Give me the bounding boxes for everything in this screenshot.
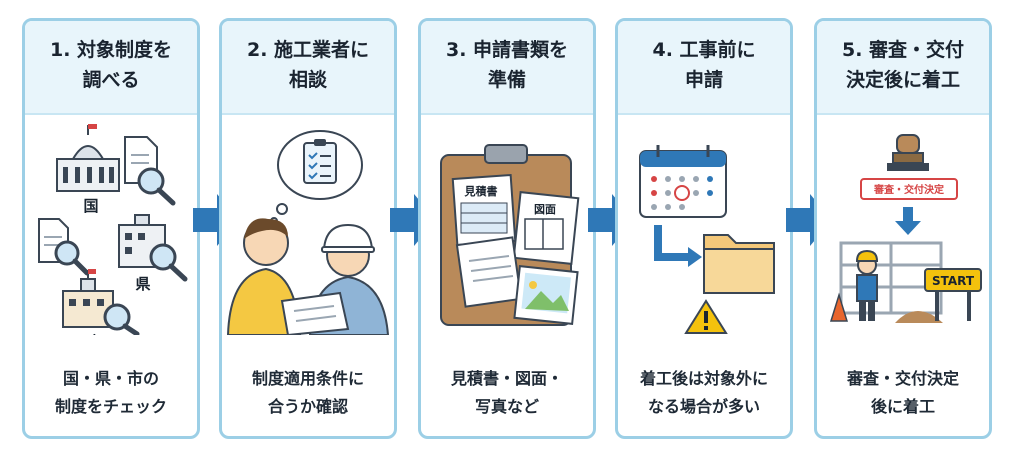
magnifier-icon [137, 167, 176, 206]
calendar-icon [639, 145, 727, 218]
step-title: 2. 施工業者に 相談 [246, 39, 370, 91]
worker-person-icon [308, 223, 390, 336]
city-label: 市 [87, 333, 102, 335]
step-caption: 制度適用条件に 合うか確認 [251, 369, 364, 416]
step-title: 5. 審査・交付 決定後に着工 [841, 39, 965, 91]
step-caption: 着工後は対象外に なる場合が多い [639, 369, 768, 416]
step-card-5: 5. 審査・交付 決定後に着工 審査・交付決定 [814, 18, 992, 439]
traffic-cone-icon [829, 292, 849, 322]
step-card-4: 4. 工事前に 申請 [615, 18, 793, 439]
step-title: 4. 工事前に 申請 [652, 39, 756, 91]
step-caption: 国・県・市の 制度をチェック [54, 369, 167, 416]
step-card-3: 3. 申請書類を 準備 見積書 図面 [418, 18, 596, 439]
magnifier-icon [54, 240, 90, 276]
step-header: 3. 申請書類を 準備 [421, 21, 593, 115]
customer-person-icon [226, 218, 302, 336]
construction-worker-icon [855, 249, 879, 321]
folder-icon [703, 234, 775, 294]
step-illustration [618, 115, 790, 335]
national-label: 国 [83, 197, 98, 215]
checklist-icon [303, 139, 337, 184]
step-title: 3. 申請書類を 準備 [445, 39, 569, 91]
step-header: 5. 審査・交付 決定後に着工 [817, 21, 989, 115]
magnifier-icon [103, 303, 140, 337]
start-label: START [932, 274, 975, 288]
start-sign-icon: START [924, 268, 982, 321]
stamp-label: 審査・交付決定 [873, 183, 944, 196]
step-illustration: 国 県 [25, 115, 197, 351]
photo-icon [513, 265, 579, 325]
paper-document-icon [455, 236, 523, 308]
step-illustration: 審査・交付決定 [817, 115, 989, 335]
step-caption: 審査・交付決定 後に着工 [846, 369, 959, 416]
dirt-pile-icon [895, 311, 943, 323]
step-header: 2. 施工業者に 相談 [222, 21, 394, 115]
step-card-2: 2. 施工業者に 相談 [219, 18, 397, 439]
step-header: 1. 対象制度を 調べる [25, 21, 197, 115]
magnifier-icon [149, 243, 188, 282]
down-arrow-icon [895, 207, 921, 235]
estimate-label: 見積書 [464, 184, 498, 198]
estimate-document-icon: 見積書 [451, 173, 517, 247]
drawing-label: 図面 [534, 202, 556, 216]
step-caption: 見積書・図面・ 写真など [450, 369, 563, 416]
flow-arrow-icon [654, 225, 702, 267]
step-card-1: 1. 対象制度を 調べる [22, 18, 200, 439]
step-title: 1. 対象制度を 調べる [49, 39, 173, 91]
stamp-icon [887, 134, 929, 171]
drawing-document-icon: 図面 [512, 191, 580, 265]
prefecture-label: 県 [135, 275, 150, 293]
stamp-label-box: 審査・交付決定 [860, 178, 958, 200]
government-building-icon [56, 124, 120, 192]
warning-icon [684, 299, 728, 334]
step-illustration [222, 115, 394, 337]
step-illustration: 見積書 図面 [421, 115, 593, 335]
step-header: 4. 工事前に 申請 [618, 21, 790, 115]
blueprint-paper-icon [280, 291, 350, 337]
